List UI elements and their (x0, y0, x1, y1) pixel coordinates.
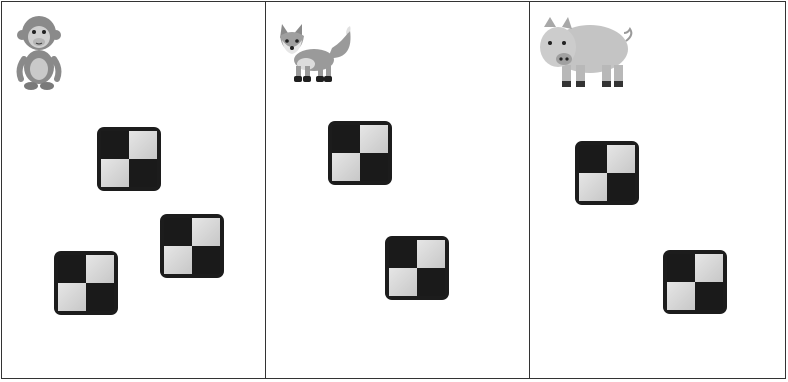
checker-tile (575, 141, 639, 205)
checker-tile (54, 251, 118, 315)
checker-tile (328, 121, 392, 185)
fox-icon (276, 20, 360, 86)
checker-tile (385, 236, 449, 300)
checker-tile (663, 250, 727, 314)
pig-icon (536, 15, 636, 89)
checker-tile (160, 214, 224, 278)
checker-tile (97, 127, 161, 191)
monkey-icon (14, 13, 64, 93)
